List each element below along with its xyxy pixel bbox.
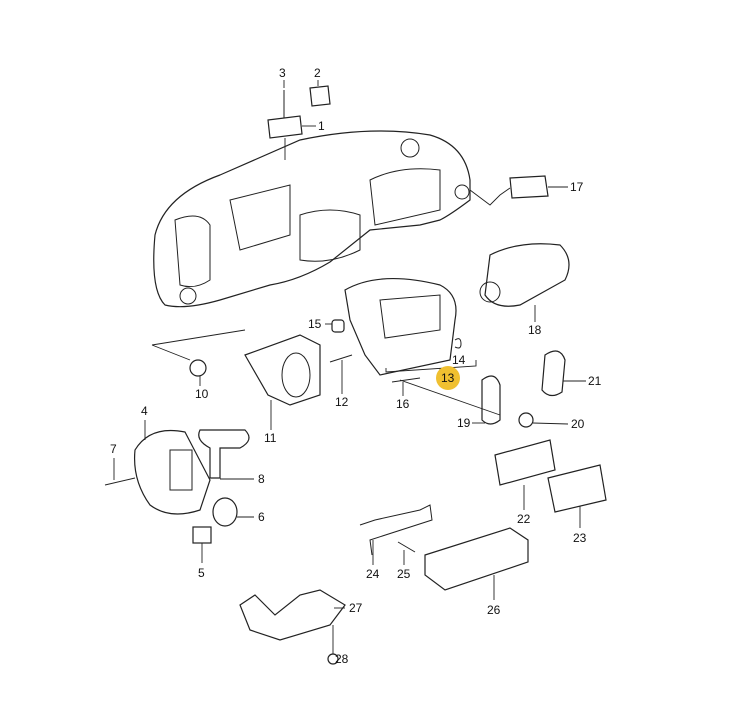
callout-17[interactable]: 17	[570, 180, 584, 194]
callout-24[interactable]: 24	[366, 567, 380, 581]
part-21-bezel	[541, 350, 566, 397]
callout-labels: 3 2 1 17 18 15 14 13 10 12 16 11 21 19 2…	[110, 66, 602, 666]
part-16-screw	[391, 377, 421, 383]
part-2-sensor	[309, 85, 331, 107]
callout-14[interactable]: 14	[452, 353, 466, 367]
callout-5[interactable]: 5	[198, 566, 205, 580]
part-1-bracket	[267, 115, 303, 139]
part-8-bracket	[198, 429, 250, 479]
part-18-airbag-module	[484, 243, 570, 307]
part-22-control-panel	[494, 439, 556, 486]
callout-2[interactable]: 2	[314, 66, 321, 80]
callout-4[interactable]: 4	[141, 404, 148, 418]
callout-8[interactable]: 8	[258, 472, 265, 486]
part-7-screw	[104, 477, 136, 486]
callout-25[interactable]: 25	[397, 567, 411, 581]
callout-3[interactable]: 3	[279, 66, 286, 80]
callout-28[interactable]: 28	[335, 652, 349, 666]
part-14-clip	[454, 338, 462, 349]
callout-21[interactable]: 21	[588, 374, 602, 388]
part-24-bracket	[359, 504, 433, 556]
callout-22[interactable]: 22	[517, 512, 531, 526]
part-6-knob	[212, 497, 238, 527]
callout-10[interactable]: 10	[195, 387, 209, 401]
part-12-screw	[329, 354, 353, 363]
callout-20[interactable]: 20	[571, 417, 585, 431]
part-23-frame	[547, 464, 607, 513]
part-20-cap	[518, 412, 534, 428]
callout-13[interactable]: 13	[441, 371, 455, 385]
callout-27[interactable]: 27	[349, 601, 363, 615]
part-26-storage-tray	[424, 527, 529, 591]
part-15-plug	[331, 319, 345, 333]
callout-15[interactable]: 15	[308, 317, 322, 331]
part-5-clip	[192, 526, 212, 544]
part-27-trim	[239, 589, 346, 641]
dashboard-panel	[153, 130, 471, 308]
part-17-switch	[509, 175, 549, 199]
callout-7[interactable]: 7	[110, 442, 117, 456]
part-4-side-panel	[133, 429, 211, 515]
callout-6[interactable]: 6	[258, 510, 265, 524]
callout-26[interactable]: 26	[487, 603, 501, 617]
part-19-bezel	[481, 375, 501, 425]
callout-12[interactable]: 12	[335, 395, 349, 409]
part-13-center-console	[344, 278, 457, 376]
callout-19[interactable]: 19	[457, 416, 471, 430]
part-10-grommet	[189, 359, 207, 377]
callout-16[interactable]: 16	[396, 397, 410, 411]
callout-11[interactable]: 11	[264, 431, 277, 445]
callout-18[interactable]: 18	[528, 323, 542, 337]
highlight-marker	[436, 366, 460, 390]
callout-1[interactable]: 1	[318, 119, 325, 133]
callout-23[interactable]: 23	[573, 531, 587, 545]
part-25-screw	[397, 541, 416, 553]
